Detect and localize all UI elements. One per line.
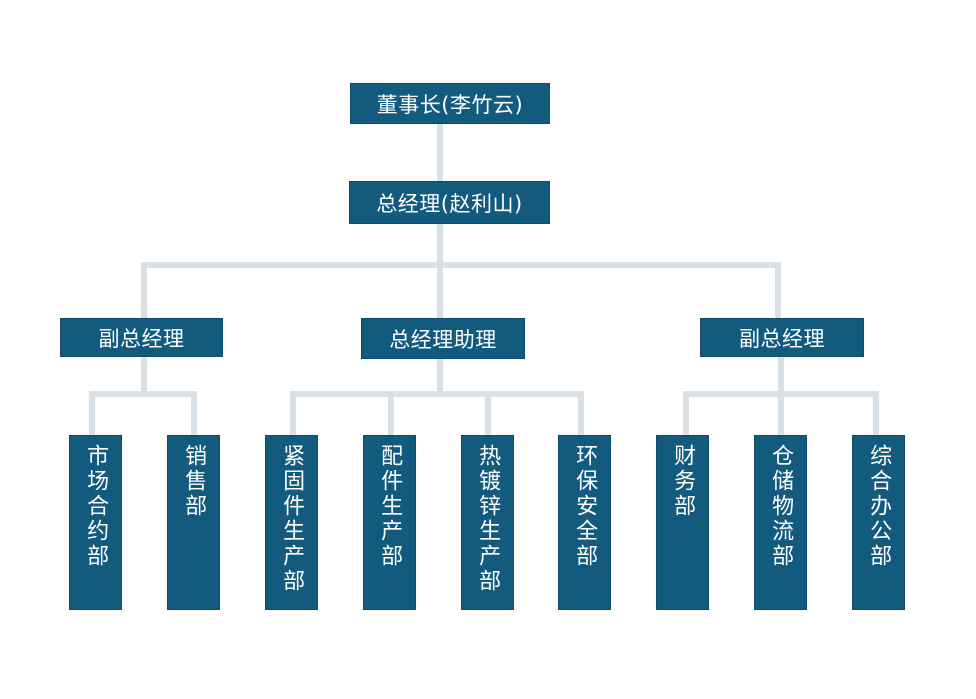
gm-assistant-box: 总经理助理 — [361, 318, 525, 359]
connector-lines — [89, 124, 879, 435]
general-manager-box: 总经理(赵利山) — [349, 181, 550, 224]
chairman-box: 董事长(李竹云) — [350, 83, 550, 124]
dept-sales-box: 销售部 — [167, 435, 220, 610]
vice-gm-left-box: 副总经理 — [60, 318, 223, 357]
connector-center-down — [437, 359, 443, 394]
dept-finance-label: 财务部 — [670, 444, 696, 519]
dept-fastener-production-label: 紧固件生产部 — [279, 444, 305, 594]
vice-gm-left-label: 副总经理 — [98, 326, 185, 351]
connector-galvanizing — [485, 391, 491, 435]
connector-level2-bar — [141, 262, 781, 268]
dept-finance-box: 财务部 — [656, 435, 709, 610]
dept-market-contract-box: 市场合约部 — [69, 435, 122, 610]
connector-left-bar — [89, 391, 197, 397]
dept-warehouse-logistics-box: 仓储物流部 — [754, 435, 807, 610]
dept-general-office-label: 综合办公部 — [866, 444, 892, 569]
connector-right-vp — [775, 262, 781, 318]
connector-parts — [388, 391, 394, 435]
dept-fastener-production-box: 紧固件生产部 — [265, 435, 318, 610]
dept-general-office-box: 综合办公部 — [852, 435, 905, 610]
connector-environment — [578, 391, 584, 435]
dept-hot-dip-galvanizing-label: 热镀锌生产部 — [475, 444, 501, 594]
connector-office — [873, 391, 879, 435]
gm-assistant-label: 总经理助理 — [389, 327, 497, 352]
dept-warehouse-logistics-label: 仓储物流部 — [768, 444, 794, 569]
connector-left-vp — [141, 262, 147, 318]
dept-market-contract-label: 市场合约部 — [83, 444, 109, 569]
connector-warehouse — [778, 391, 784, 435]
dept-sales-label: 销售部 — [181, 444, 207, 519]
chairman-label: 董事长(李竹云) — [376, 92, 524, 117]
dept-parts-production-box: 配件生产部 — [363, 435, 416, 610]
connector-left-vp-down — [141, 357, 147, 394]
connector-gm-down — [437, 223, 443, 319]
connector-center-bar — [290, 391, 584, 397]
dept-parts-production-label: 配件生产部 — [377, 444, 403, 569]
connector-sales — [191, 391, 197, 435]
connector-finance — [683, 391, 689, 435]
connector-chairman-gm — [437, 124, 443, 181]
general-manager-label: 总经理(赵利山) — [376, 191, 523, 216]
connector-right-vp-down — [778, 357, 784, 394]
dept-environment-safety-box: 环保安全部 — [558, 435, 611, 610]
dept-environment-safety-label: 环保安全部 — [572, 444, 598, 569]
connector-fastener — [290, 391, 296, 435]
connector-market — [89, 391, 95, 435]
vice-gm-right-box: 副总经理 — [700, 318, 864, 357]
vice-gm-right-label: 副总经理 — [739, 326, 825, 351]
dept-hot-dip-galvanizing-box: 热镀锌生产部 — [461, 435, 514, 610]
